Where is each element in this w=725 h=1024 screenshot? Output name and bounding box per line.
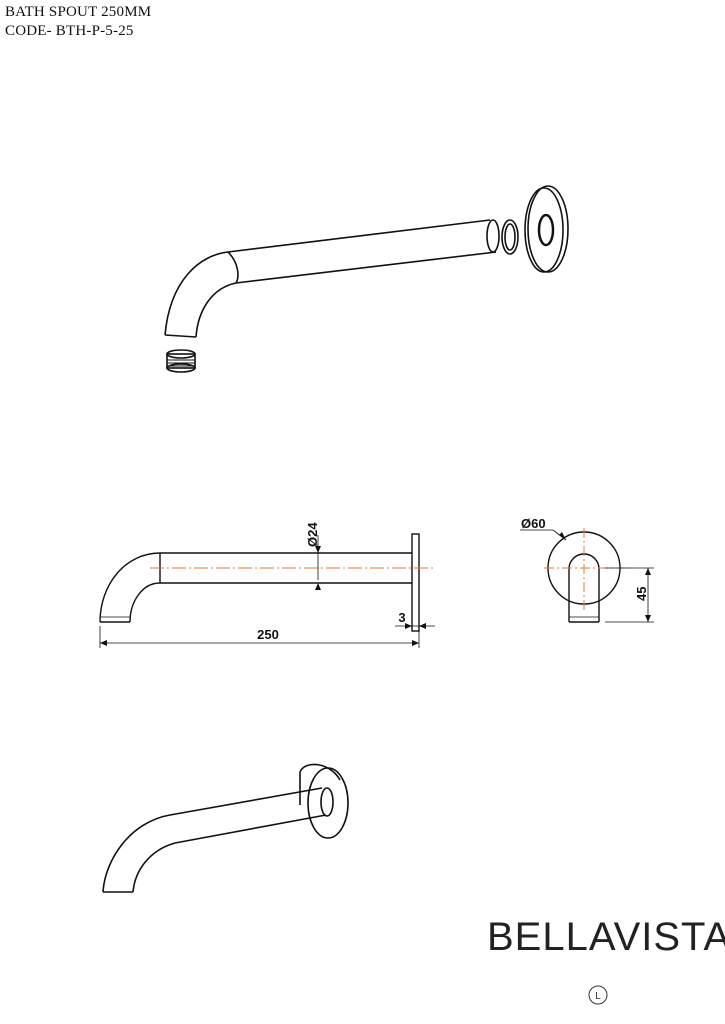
brand-logo: BELLAVISTA <box>487 915 725 959</box>
exploded-view <box>164 185 569 373</box>
aerator-thread <box>167 359 195 367</box>
side-elevation <box>99 533 435 648</box>
title-block: BATH SPOUT 250MM CODE- BTH-P-5-25 <box>5 3 151 41</box>
flange-thickness-label: 3 <box>398 610 405 625</box>
flange-diameter-label: Ø60 <box>521 516 546 531</box>
pipe-diameter-label: Ø24 <box>305 522 320 547</box>
monogram-letter: L <box>595 991 601 1002</box>
length-label: 250 <box>257 627 279 642</box>
product-code: CODE- BTH-P-5-25 <box>5 23 134 39</box>
perspective-view <box>102 763 349 893</box>
brand-monogram: L <box>588 985 608 1005</box>
outlet-height-label: 45 <box>634 587 649 601</box>
front-elevation <box>520 528 654 623</box>
product-name: BATH SPOUT 250MM <box>5 4 152 20</box>
